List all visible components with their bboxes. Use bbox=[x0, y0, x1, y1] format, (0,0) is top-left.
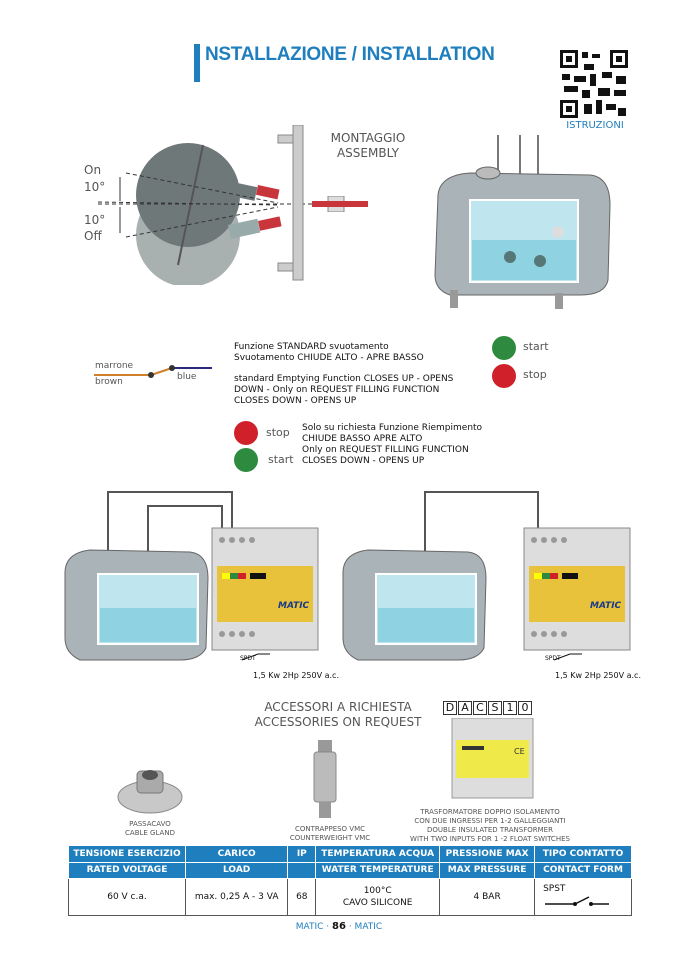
text-line: Only on REQUEST FILLING FUNCTION bbox=[302, 445, 469, 455]
stop-label: stop bbox=[266, 426, 290, 439]
accessories-title-en: ACCESSORIES ON REQUEST bbox=[254, 715, 422, 729]
start-label: start bbox=[268, 453, 294, 466]
header-cell: CONTACT FORM bbox=[534, 862, 632, 879]
spdt-label: SPDT bbox=[545, 655, 561, 662]
svg-text:MATIC: MATIC bbox=[278, 601, 310, 611]
load-rating-right: 1,5 Kw 2Hp 250V a.c. bbox=[555, 671, 641, 680]
text-line: Svuotamento CHIUDE ALTO - APRE BASSO bbox=[234, 353, 424, 363]
text-line: Solo su richiesta Funzione Riempimento bbox=[302, 423, 483, 433]
angle-down-label: 10° bbox=[84, 213, 106, 227]
angle-up-label: 10° bbox=[84, 180, 106, 194]
marrone-label: marrone bbox=[95, 361, 134, 371]
wiring-diagrams: MATIC bbox=[64, 491, 631, 661]
assembly-en: ASSEMBLY bbox=[336, 146, 400, 160]
brown-label: brown bbox=[95, 377, 123, 387]
caption-line: WITH TWO INPUTS FOR 1 -2 FLOAT SWITCHES bbox=[410, 835, 570, 843]
transformer-image: CE bbox=[451, 718, 534, 799]
accessories-title-it: ACCESSORI A RICHIESTA bbox=[264, 700, 412, 714]
cell: 68 bbox=[287, 877, 317, 916]
code-char: 1 bbox=[503, 701, 517, 715]
cell: SPST bbox=[534, 877, 632, 916]
float-angle-diagram bbox=[97, 125, 368, 285]
svg-text:CE: CE bbox=[514, 747, 525, 756]
header-cell: LOAD bbox=[184, 862, 289, 879]
start-indicator-icon bbox=[234, 448, 258, 472]
header-cell: TEMPERATURA ACQUA bbox=[315, 846, 441, 863]
header-cell: PRESSIONE MAX bbox=[439, 846, 536, 863]
header-cell: CARICO bbox=[184, 846, 289, 863]
blue-label: blue bbox=[177, 372, 197, 382]
tank-illustration bbox=[434, 135, 611, 309]
standard-function-text: Funzione STANDARD svuotamento Svuotament… bbox=[234, 342, 453, 407]
cable-gland-image bbox=[117, 770, 183, 814]
contact-form: SPST bbox=[543, 883, 566, 894]
header-cell: IP bbox=[287, 846, 317, 863]
header-cell: TENSIONE ESERCIZIO bbox=[68, 846, 186, 863]
page-title: NSTALLAZIONE / INSTALLATION bbox=[205, 44, 495, 65]
on-label: On bbox=[84, 163, 102, 177]
temperature: 100°C bbox=[363, 885, 392, 896]
text-line: CLOSES DOWN - OPENS UP bbox=[302, 456, 425, 466]
cable-note: CAVO SILICONE bbox=[342, 897, 413, 908]
caption-line: CABLE GLAND bbox=[125, 829, 175, 837]
stop-indicator-icon bbox=[492, 364, 516, 388]
caption-line: COUNTERWEIGHT VMC bbox=[289, 834, 371, 842]
caption-line: CONTRAPPESO VMC bbox=[294, 825, 366, 833]
header-cell: RATED VOLTAGE bbox=[68, 862, 186, 879]
caption-line: CON DUE INGRESSI PER 1-2 GALLEGGIANTI bbox=[414, 817, 566, 825]
page-footer: MATIC · 86 · MATIC bbox=[0, 921, 678, 932]
qr-label: ISTRUZIONI bbox=[566, 120, 624, 131]
text-line: standard Emptying Function CLOSES UP - O… bbox=[234, 374, 454, 384]
text-line: CLOSES DOWN - OPENS UP bbox=[234, 396, 357, 406]
footer-brand: · MATIC bbox=[348, 922, 383, 932]
switch-symbol bbox=[94, 365, 212, 378]
header-cell: MAX PRESSURE bbox=[439, 862, 536, 879]
header-cell: TIPO CONTATTO bbox=[534, 846, 632, 863]
spdt-label: SPDT bbox=[240, 655, 256, 662]
header-cell bbox=[287, 862, 317, 879]
code-char: A bbox=[458, 701, 472, 715]
code-char: 0 bbox=[518, 701, 532, 715]
text-line: DOWN - Only on REQUEST FILLING FUNCTION bbox=[234, 385, 440, 395]
cable-gland-assembly bbox=[312, 196, 368, 212]
text-line: CHIUDE BASSO APRE ALTO bbox=[302, 434, 423, 444]
start-label: start bbox=[523, 340, 549, 353]
counterweight-image bbox=[313, 740, 337, 818]
filling-function-text: Solo su richiesta Funzione Riempimento C… bbox=[302, 423, 482, 467]
text-line: Funzione STANDARD svuotamento bbox=[234, 342, 389, 352]
page-number: 86 bbox=[332, 921, 346, 932]
off-label: Off bbox=[84, 229, 102, 243]
cell: max. 0,25 A - 3 VA bbox=[184, 877, 289, 916]
code-char: D bbox=[443, 701, 457, 715]
header-cell: WATER TEMPERATURE bbox=[315, 862, 441, 879]
cell: 4 BAR bbox=[439, 877, 536, 916]
cell: 60 V c.a. bbox=[68, 877, 186, 916]
footer-brand: MATIC · bbox=[295, 922, 330, 932]
caption-line: DOUBLE INSULATED TRANSFORMER bbox=[427, 826, 553, 834]
title-accent-bar bbox=[194, 44, 200, 82]
stop-indicator-icon bbox=[234, 421, 258, 445]
spst-switch-icon bbox=[545, 895, 610, 906]
caption-line: TRASFORMATORE DOPPIO ISOLAMENTO bbox=[420, 808, 560, 816]
caption-line: PASSACAVO bbox=[129, 820, 171, 828]
code-char: S bbox=[488, 701, 502, 715]
start-indicator-icon bbox=[492, 336, 516, 360]
qr-code[interactable] bbox=[560, 50, 628, 118]
stop-label: stop bbox=[523, 368, 547, 381]
load-rating-left: 1,5 Kw 2Hp 250V a.c. bbox=[253, 671, 339, 680]
code-char: C bbox=[473, 701, 487, 715]
assembly-it: MONTAGGIO bbox=[330, 131, 406, 145]
